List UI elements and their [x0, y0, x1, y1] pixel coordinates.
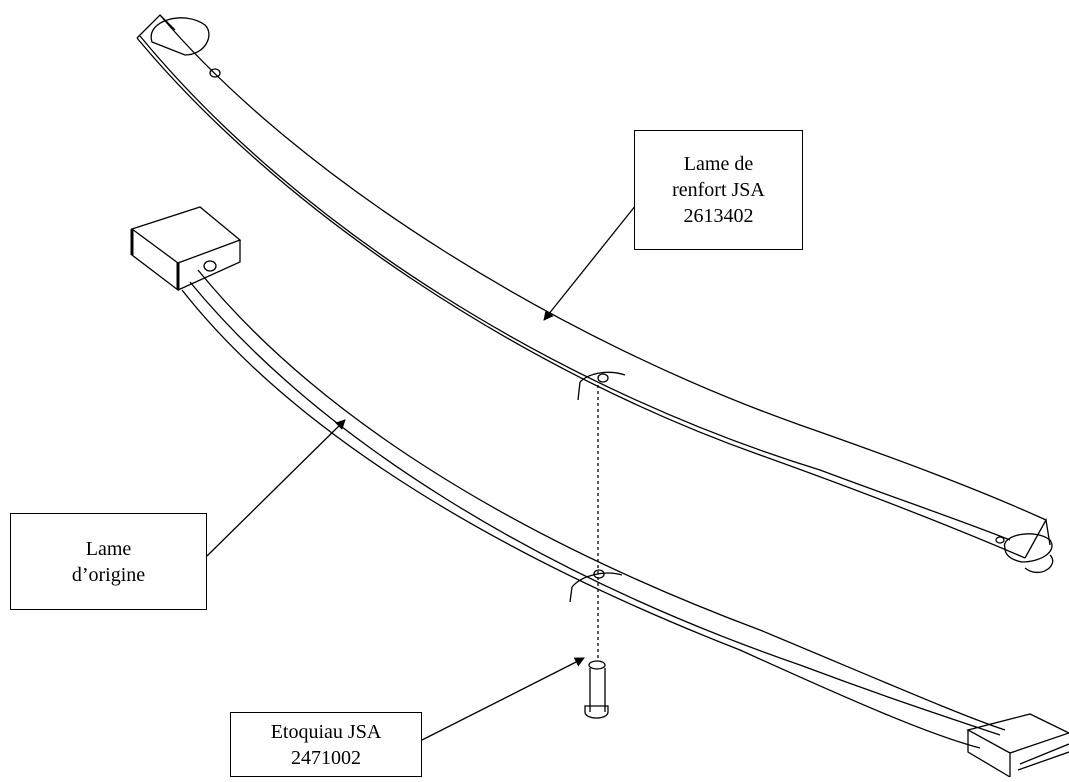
- original-label-box: Lame d’origine: [10, 513, 207, 610]
- reinforcement-leaf-curl: [1024, 554, 1054, 574]
- original-leaf-drawing: [181, 260, 1006, 749]
- reinforcement-leaf-drawing: [136, 14, 1054, 574]
- reinforcement-leaf-end-cap-top: [136, 14, 176, 39]
- original-leaf-bottom-edge: [181, 289, 981, 749]
- reinforcement-label-line-1: Lame de: [683, 153, 754, 175]
- pin-head: [588, 660, 606, 670]
- reinforcement-leaf-hole-top: [209, 68, 221, 78]
- reinforcement-leaf-top-edge: [159, 14, 1047, 521]
- reinforcement-leaf-end-cap-right: [1024, 518, 1051, 559]
- reinforcement-leaf-second-edge: [139, 35, 1011, 541]
- pin-label-line-1: Etoquiau JSA: [270, 720, 382, 743]
- pin-bottom: [584, 705, 609, 719]
- reinforcement-leaf-step: [579, 371, 626, 383]
- reinforcement-label-line-2: renfort JSA: [672, 179, 765, 201]
- reinforcement-leaf-bottom-edge: [136, 37, 1026, 559]
- center-pin-drawing: [584, 385, 609, 719]
- original-leaf-step: [571, 572, 623, 588]
- original-leaf-hole-left: [203, 260, 217, 272]
- original-label-line-2: d’origine: [71, 563, 146, 586]
- original-leaf-top-edge: [197, 269, 1006, 731]
- original-leader-line: [206, 419, 346, 557]
- original-leaf-step-side: [569, 586, 573, 603]
- reinforcement-leaf-hole-middle: [597, 373, 609, 383]
- pin-shaft: [589, 668, 606, 712]
- reinforcement-leaf-end-pad-right: [1004, 533, 1053, 563]
- original-leaf-end-block-right: [966, 713, 1069, 778]
- original-leaf-hole-middle: [593, 569, 605, 579]
- reinforcement-leader-line: [543, 204, 637, 321]
- original-leaf-second-edge: [189, 281, 1001, 736]
- original-leaf-end-block-left: [130, 206, 242, 292]
- reinforcement-leaf-step-side: [577, 381, 581, 401]
- reinforcement-label-box: Lame de renfort JSA 2613402: [634, 130, 803, 250]
- reinforcement-leaf-end-pad-top: [150, 17, 210, 56]
- reinforcement-leaf-hole-right: [995, 536, 1005, 544]
- pin-label-box: Etoquiau JSA 2471002: [230, 712, 422, 777]
- reinforcement-label-line-3: 2613402: [683, 205, 754, 227]
- pin-label-line-2: 2471002: [291, 746, 361, 769]
- original-label-line-1: Lame: [85, 537, 132, 560]
- pin-leader-line: [421, 657, 585, 741]
